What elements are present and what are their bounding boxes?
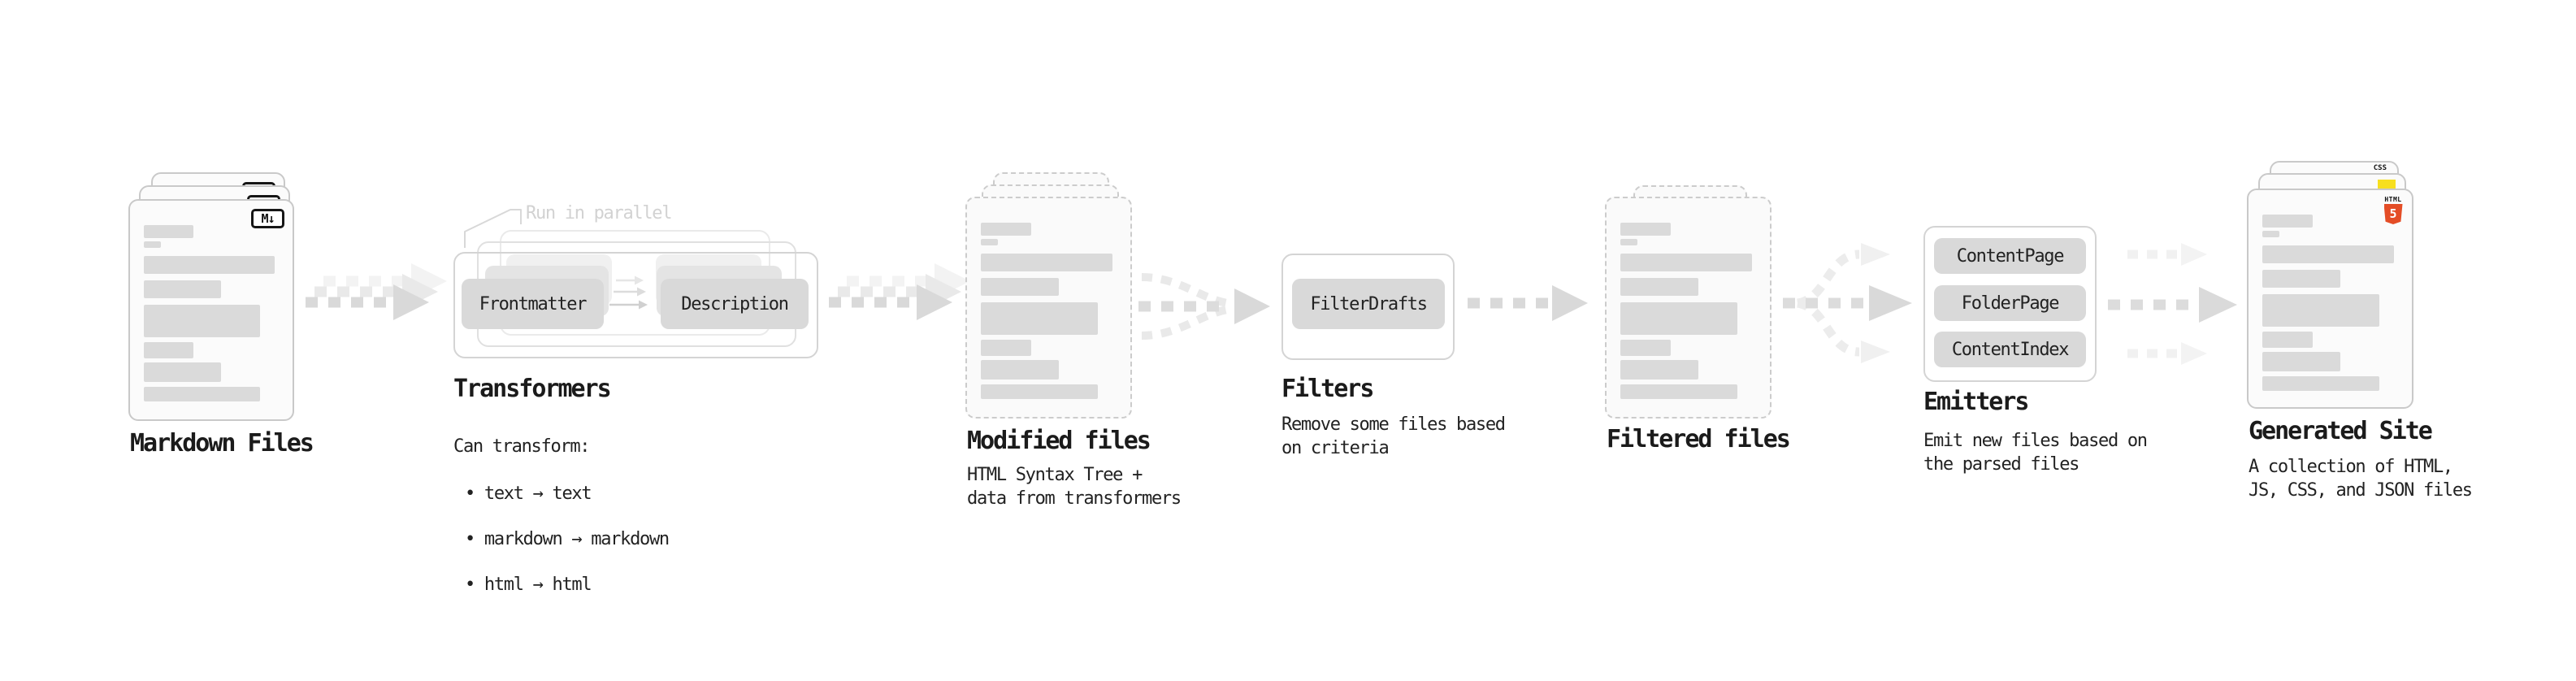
placeholder-bar (981, 278, 1059, 296)
transformers-box-front (453, 252, 818, 358)
placeholder-bar (981, 302, 1099, 335)
filters-desc: Remove some files based on criteria (1281, 414, 1506, 458)
emit-arrow-middle (2108, 287, 2237, 323)
transformers-bullet: • html → html (465, 575, 592, 595)
markdown-icon: M↓ (251, 209, 284, 228)
placeholder-bar (981, 254, 1112, 271)
placeholder-bar (2262, 294, 2380, 327)
html-file-card: HTML 5 (2247, 189, 2413, 409)
modified-file-card-front (965, 197, 1132, 419)
html5-icon-shield: 5 (2383, 204, 2403, 224)
mini-arrow-top (616, 275, 644, 285)
js-icon (2378, 180, 2396, 189)
placeholder-bar (144, 342, 194, 358)
flow-arrow-markdown-to-transformers (306, 263, 447, 320)
parallel-note-leader-line (464, 209, 522, 248)
file-content-placeholder (2262, 215, 2394, 391)
placeholder-bar (981, 384, 1099, 399)
placeholder-bar (144, 305, 261, 337)
transform-arrows-icon (609, 275, 648, 310)
flow-arrow-modified-to-filters (1138, 273, 1270, 340)
html5-icon-word: HTML (2384, 196, 2402, 203)
filtered-files-title: Filtered files (1607, 425, 1791, 453)
markdown-files-stack: M↓ M↓ M↓ (128, 172, 302, 424)
diverge-curve-top (1796, 249, 1860, 308)
flow-arrows-emitters-to-generated (2108, 243, 2237, 365)
placeholder-bar (144, 280, 221, 298)
placeholder-bar (2262, 270, 2340, 288)
placeholder-bar (981, 239, 999, 245)
placeholder-bar (981, 360, 1059, 380)
file-content-placeholder (1620, 223, 1752, 399)
mini-arrow-bottom (609, 300, 648, 310)
emitters-desc: Emit new files based on the parsed files (1923, 431, 2148, 475)
arrow-layer-front (829, 284, 952, 320)
flow-arrow-filters-to-filtered (1468, 285, 1588, 321)
description-pill: Description (661, 279, 809, 329)
flow-arrow-transformers-to-modified (829, 263, 970, 320)
placeholder-bar (2262, 215, 2313, 228)
diverge-curve-bottom (1796, 298, 1860, 357)
placeholder-bar (2262, 352, 2340, 371)
generated-site-desc: A collection of HTML, JS, CSS, and JSON … (2249, 457, 2473, 501)
placeholder-bar (1620, 254, 1752, 271)
placeholder-bar (2262, 245, 2394, 263)
placeholder-bar (2262, 376, 2380, 391)
filters-title: Filters (1281, 375, 1374, 403)
modified-files-stack (965, 172, 1136, 424)
generated-site-stack: CSS HTML 5 (2247, 161, 2418, 413)
html5-icon: HTML 5 (2383, 196, 2404, 224)
file-content-placeholder (981, 223, 1112, 399)
file-content-placeholder (144, 225, 275, 401)
arrow-layer-front (306, 284, 429, 320)
placeholder-bar (2262, 231, 2280, 237)
transformers-title: Transformers (453, 375, 612, 403)
emit-arrow-top (2127, 243, 2207, 266)
markdown-icon-label: M↓ (261, 211, 275, 226)
filtered-files-stack (1605, 185, 1776, 425)
placeholder-bar (1620, 302, 1738, 335)
placeholder-bar (2262, 332, 2313, 348)
mini-arrow-middle (614, 287, 646, 297)
contentpage-pill: ContentPage (1934, 238, 2086, 274)
generated-site-title: Generated Site (2249, 417, 2433, 445)
placeholder-bar (981, 223, 1031, 236)
placeholder-bar (144, 241, 161, 248)
placeholder-bar (1620, 223, 1671, 236)
emit-arrow-bottom (2127, 342, 2207, 365)
markdown-file-card-front: M↓ (128, 199, 294, 421)
frontmatter-pill: Frontmatter (462, 279, 604, 329)
emitters-title: Emitters (1923, 388, 2029, 416)
transformers-desc: Can transform: • text → text • markdown … (453, 412, 670, 619)
contentindex-pill: ContentIndex (1934, 332, 2086, 367)
transformers-desc-intro: Can transform: (453, 436, 591, 457)
modified-files-title: Modified files (967, 427, 1151, 455)
transformers-bullet: • text → text (465, 484, 592, 504)
placeholder-bar (144, 256, 275, 274)
placeholder-bar (981, 340, 1031, 356)
converge-curve-bottom (1141, 306, 1229, 340)
placeholder-bar (1620, 239, 1638, 245)
markdown-files-title: Markdown Files (130, 429, 314, 458)
flow-arrow-filtered-to-emitters (1783, 243, 1912, 363)
placeholder-bar (144, 225, 194, 238)
placeholder-bar (1620, 340, 1671, 356)
folderpage-pill: FolderPage (1934, 285, 2086, 321)
filterdrafts-pill: FilterDrafts (1292, 279, 1445, 329)
placeholder-bar (1620, 384, 1738, 399)
transformers-bullet: • markdown → markdown (465, 529, 670, 549)
converge-curve-top (1141, 273, 1229, 307)
parallel-note: Run in parallel (526, 203, 672, 223)
placeholder-bar (1620, 278, 1698, 296)
placeholder-bar (144, 362, 221, 382)
placeholder-bar (144, 387, 261, 401)
filtered-file-card-front (1605, 197, 1772, 419)
modified-files-desc: HTML Syntax Tree + data from transformer… (967, 465, 1182, 509)
placeholder-bar (1620, 360, 1698, 380)
